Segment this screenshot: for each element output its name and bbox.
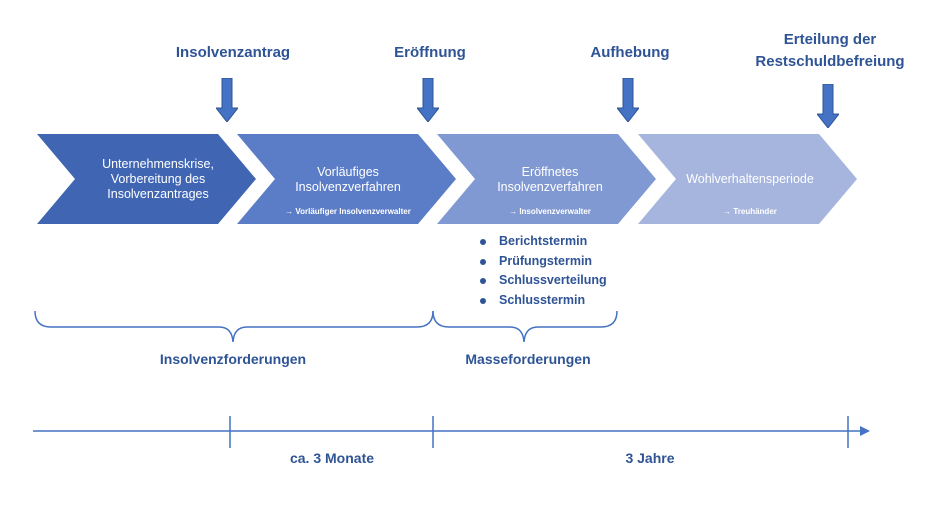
brace-label-insolvenzforderungen: Insolvenzforderungen bbox=[159, 351, 307, 367]
phase-chevron-eroeffnet bbox=[437, 134, 656, 224]
bullet-icon bbox=[480, 258, 486, 265]
bullet-icon bbox=[480, 297, 486, 304]
term-label: Prüfungstermin bbox=[499, 253, 593, 268]
term-label: Schlussverteilung bbox=[499, 273, 607, 287]
brace-masseforderungen bbox=[432, 310, 618, 343]
phase-label-eroeffnet: Eröffnetes Insolvenzverfahren bbox=[497, 165, 603, 194]
term-list: Berichtstermin Prüfungstermin Schlussver… bbox=[480, 232, 607, 310]
phase-sub-vorlaeufig: → Vorläufiger Insolvenzverwalter bbox=[285, 207, 411, 216]
term-label: Berichtstermin bbox=[499, 234, 588, 248]
phase-label-vorlaeufig: Vorläufiges Insolvenzverfahren bbox=[295, 165, 401, 194]
phase-sub-wohlverhalten: → Treuhänder bbox=[723, 207, 777, 216]
phase-chevron-vorlaeufig bbox=[237, 134, 456, 224]
duration-label-3-monate: ca. 3 Monate bbox=[289, 450, 375, 466]
list-item: Schlussverteilung bbox=[480, 271, 607, 291]
timeline-arrowhead-icon bbox=[860, 426, 870, 436]
event-label-insolvenzantrag: Insolvenzantrag bbox=[175, 44, 291, 61]
event-label-restschuldbefreiung: Erteilung der Restschuldbefreiung bbox=[755, 31, 905, 70]
down-arrow-icon bbox=[417, 78, 439, 122]
brace-insolvenzforderungen bbox=[34, 310, 434, 343]
brace-label-masseforderungen: Masseforderungen bbox=[465, 351, 591, 367]
down-arrow-icon bbox=[817, 84, 839, 128]
down-arrow-icon bbox=[617, 78, 639, 122]
bullet-icon bbox=[480, 278, 486, 284]
term-label: Schlusstermin bbox=[499, 292, 586, 307]
event-label-eroeffnung: Eröffnung bbox=[394, 44, 466, 61]
phase-chevron-krise bbox=[37, 134, 256, 224]
list-item: Prüfungstermin bbox=[480, 252, 607, 272]
duration-label-3-jahre: 3 Jahre bbox=[625, 450, 675, 466]
event-label-aufhebung: Aufhebung bbox=[590, 44, 670, 61]
phase-sub-eroeffnet: → Insolvenzverwalter bbox=[509, 207, 591, 216]
bullet-icon bbox=[480, 239, 486, 245]
down-arrow-icon bbox=[216, 78, 238, 122]
list-item: Berichtstermin bbox=[480, 232, 607, 252]
phase-label-krise: Unternehmenskrise, Vorbereitung des Inso… bbox=[102, 157, 214, 201]
phase-chevron-wohlverhalten bbox=[638, 134, 857, 224]
list-item: Schlusstermin bbox=[480, 291, 607, 311]
phase-label-wohlverhalten: Wohlverhaltensperiode bbox=[686, 172, 814, 186]
